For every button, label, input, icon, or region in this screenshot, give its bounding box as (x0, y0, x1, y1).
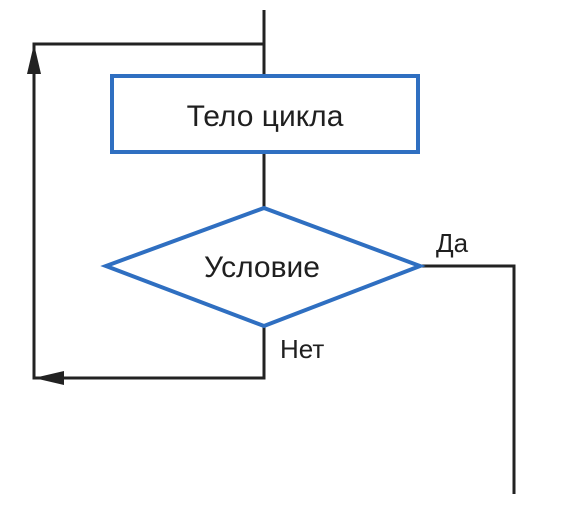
no-label: Нет (280, 334, 324, 364)
loop-body-label: Тело цикла (187, 100, 344, 133)
condition-label: Условие (204, 251, 320, 284)
arrow-up-icon (27, 44, 41, 74)
yes-exit-connector (420, 264, 516, 494)
yes-label: Да (436, 228, 469, 258)
condition-diamond (100, 205, 426, 329)
arrow-left-icon (34, 371, 64, 385)
loop-body-box (110, 74, 420, 154)
